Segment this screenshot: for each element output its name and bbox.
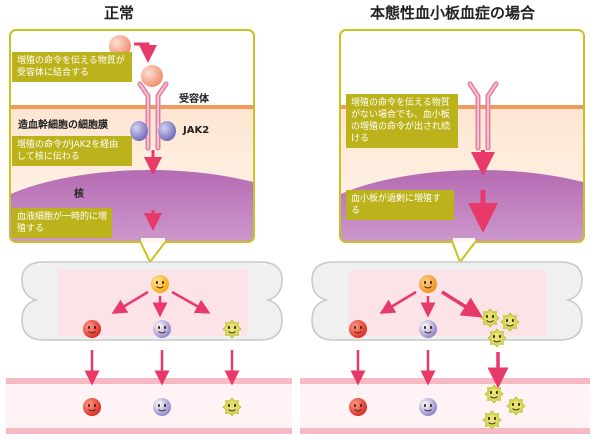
disease-callout-signal: 増殖の命令を伝える物質がない場合でも、血小板の増殖の命令が出され続ける [346, 94, 458, 148]
normal-marrow [6, 261, 292, 434]
platelet [488, 329, 506, 347]
platelet [507, 397, 525, 415]
ligand-ball-bound [141, 65, 163, 87]
nucleus-label: 核 [74, 189, 84, 200]
stem-cell [151, 275, 169, 293]
normal-callout-binding: 増殖の命令を伝える物質が受容体に結合する [12, 52, 132, 82]
disease-cells [349, 275, 525, 429]
jak2-label: JAK2 [183, 125, 210, 136]
receptor-label: 受容体 [179, 94, 209, 105]
jak2-right [158, 121, 176, 141]
red-blood-cell [83, 398, 101, 416]
cell-membrane [10, 105, 254, 109]
red-blood-cell [349, 320, 367, 338]
red-blood-cell [83, 320, 101, 338]
jak2-left [130, 121, 148, 141]
platelet [501, 313, 519, 331]
normal-callout-proliferation: 血液細胞が一時的に増殖する [12, 208, 112, 238]
platelet [223, 398, 241, 416]
nucleus [10, 170, 254, 242]
normal-title: 正常 [104, 4, 135, 22]
white-blood-cell [153, 398, 171, 416]
stem-cell [419, 275, 437, 293]
platelet [481, 309, 499, 327]
ligand-ball-free [109, 35, 131, 57]
red-blood-cell [349, 398, 367, 416]
platelet [485, 385, 503, 403]
disease-marrow [300, 261, 590, 434]
normal-callout-signal: 増殖の命令がJAK2を経由して核に伝わる [12, 136, 132, 166]
white-blood-cell [153, 320, 171, 338]
normal-panel [9, 29, 255, 263]
white-blood-cell [419, 398, 437, 416]
platelet [483, 411, 501, 429]
normal-cells [83, 275, 241, 416]
white-blood-cell [419, 320, 437, 338]
disease-title: 本態性血小板血症の場合 [370, 4, 536, 22]
membrane-label: 造血幹細胞の細胞膜 [18, 120, 108, 131]
platelet [223, 320, 241, 338]
disease-callout-proliferation: 血小板が過剰に増殖する [346, 190, 454, 220]
